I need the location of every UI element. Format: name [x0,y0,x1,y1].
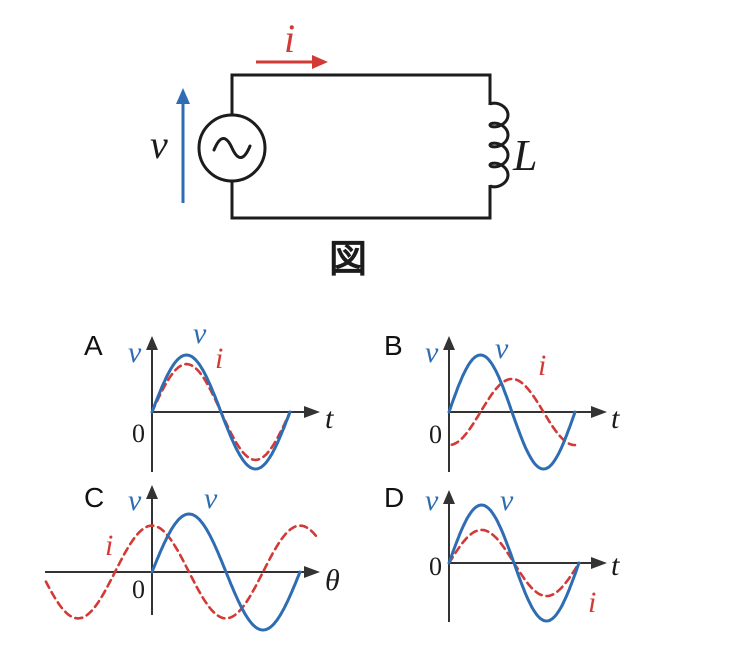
option-a-x-label: t [325,402,334,435]
option-a-vertical-axis-arrowhead [146,336,158,350]
option-b-i-label: i [538,349,546,382]
option-b-vertical-axis-arrowhead [443,336,455,350]
option-b-horizontal-axis-arrowhead [591,406,607,418]
option-a-axis-label: v [128,336,142,369]
voltage-label: v [150,122,168,167]
option-b-v-curve [447,353,577,471]
option-c-horizontal-axis-arrowhead [304,566,320,578]
option-b-origin-label: 0 [429,420,442,449]
option-b-x-label: t [611,402,620,435]
option-b-i-curve [450,377,577,447]
current-label: i [284,16,295,61]
option-d-v-curve [447,503,581,623]
voltage-arrow-head [176,88,190,104]
option-a-origin-label: 0 [132,419,145,448]
option-d-v-label: v [500,484,514,517]
option-c-i-curve [44,524,320,620]
option-c-v-curve [150,512,302,632]
option-c-origin-label: 0 [132,575,145,604]
option-a-v-label: v [193,317,207,350]
option-a-horizontal-axis-arrowhead [304,406,320,418]
option-d-letter: D [384,482,404,513]
option-c-axis-label: v [128,484,142,517]
option-c-vertical-axis-arrowhead [146,485,158,499]
option-d-x-label: t [611,549,620,582]
option-b-v-label: v [495,332,509,365]
circuit: i v L 図 [150,16,537,281]
option-d-i-label: i [588,586,596,619]
circuit-wire-bottom [230,181,492,220]
option-c-letter: C [84,482,104,513]
option-d: D v v i t 0 [384,482,620,623]
option-d-horizontal-axis-arrowhead [591,557,607,569]
circuit-wire-top [230,73,492,115]
option-c-x-label: θ [325,564,340,597]
option-b-letter: B [384,330,403,361]
option-c-i-label: i [105,529,113,562]
figure-caption: 図 [329,237,367,281]
option-a-v-curve [150,353,292,471]
option-a-letter: A [84,330,103,361]
option-d-origin-label: 0 [429,552,442,581]
option-c-v-label: v [204,482,218,515]
option-b: B v v i t 0 [384,330,620,472]
current-arrow-head [312,55,328,69]
option-a: A v v i t 0 [84,317,334,472]
option-d-axis-label: v [425,484,439,517]
ac-source-wave-icon [212,137,252,159]
option-b-axis-label: v [425,336,439,369]
inductor-label: L [512,131,537,180]
option-a-i-label: i [215,342,223,375]
option-d-vertical-axis-arrowhead [443,490,455,504]
option-c: C v v i θ 0 [44,482,340,632]
inductor-coil [488,101,510,189]
